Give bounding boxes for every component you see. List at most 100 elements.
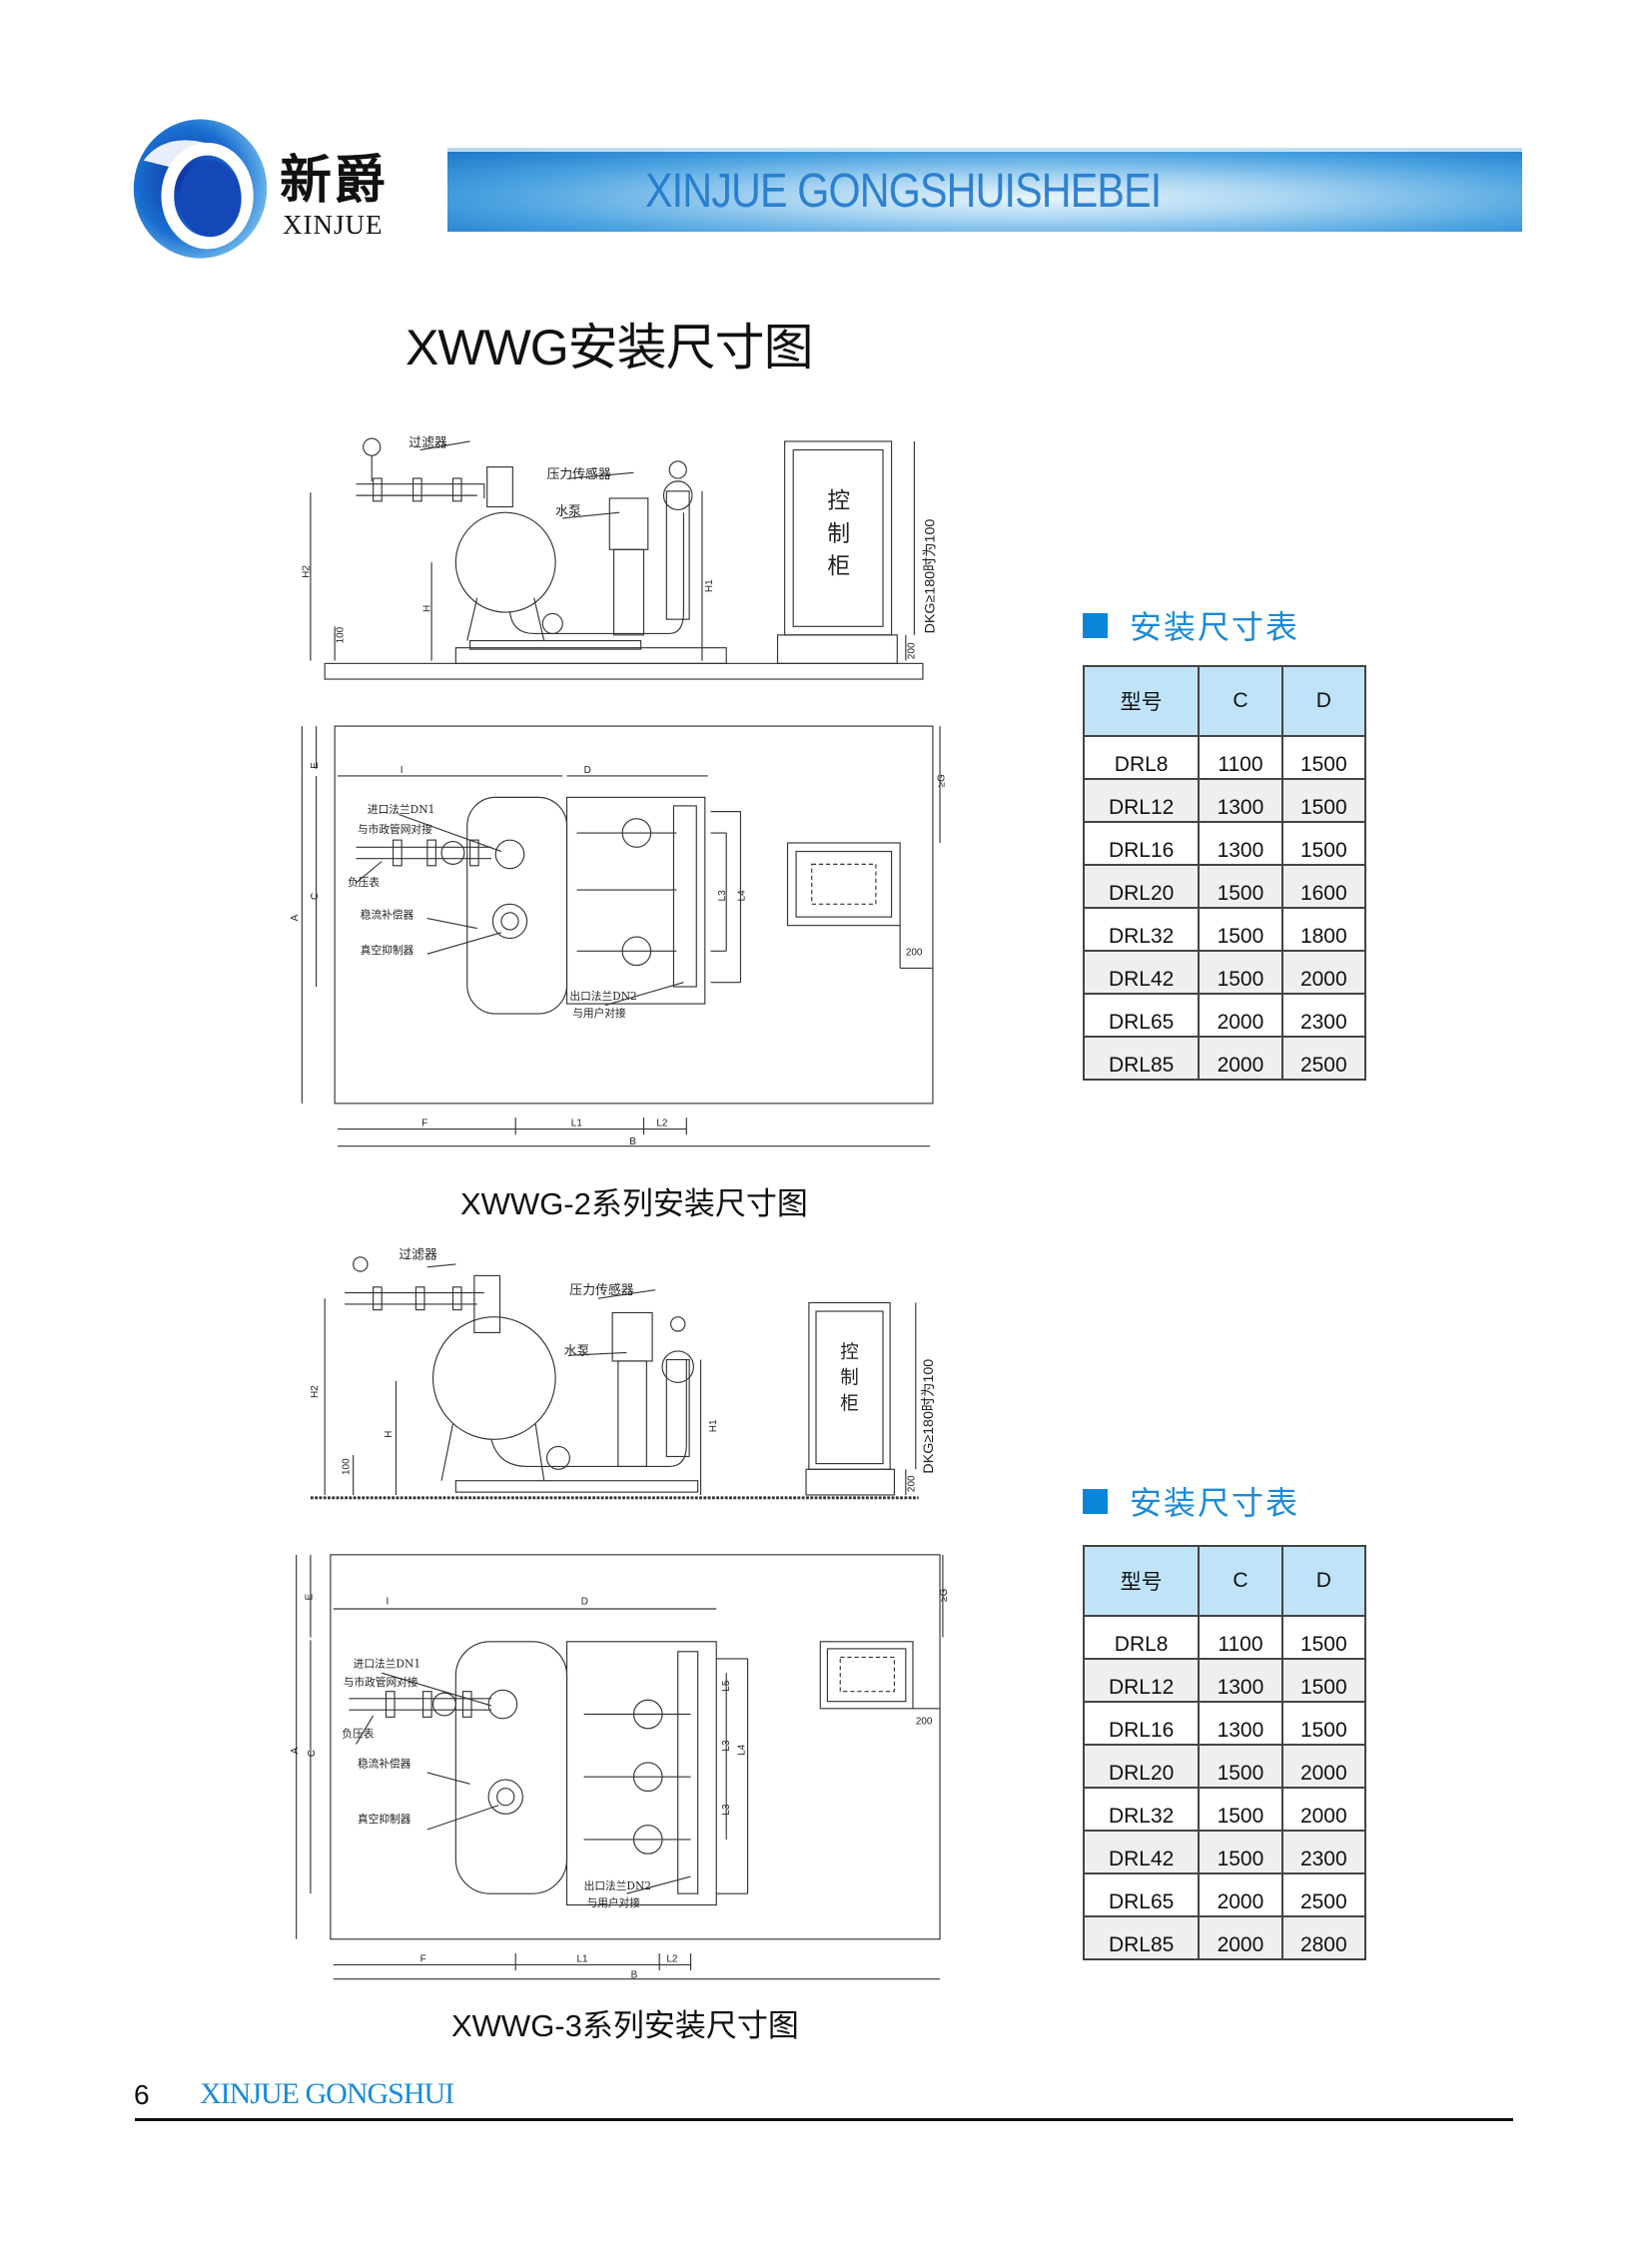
cell-model: DRL20 [1082,1744,1201,1789]
cell-d: 2800 [1280,1915,1367,1960]
header-banner: XINJUE GONGSHUISHEBEI [447,148,1522,232]
cell-d: 1800 [1280,907,1367,952]
outlet-flange-label: 出口法兰DN2 [584,1879,651,1892]
brand-name-en: XINJUE [283,210,384,240]
dim-a: A [290,1747,301,1754]
pressure-sensor-label: 压力传感器 [569,1282,633,1298]
cell-d: 2500 [1280,1872,1367,1917]
room-outline [330,1554,941,1940]
tank-plan [454,1641,568,1894]
cell-model: DRL8 [1082,1615,1201,1660]
cell-c: 1500 [1198,907,1283,952]
dim-d: D [581,1597,588,1608]
dim-h1: H1 [704,579,715,592]
dim-f: F [420,1954,426,1965]
control-cabinet-plan [786,842,901,927]
table1-heading-text: 安装尺寸表 [1130,608,1300,646]
dim-a: A [290,914,301,921]
cell-c: 1300 [1198,821,1283,866]
cell-d: 2000 [1280,1787,1367,1832]
pressure-sensor-gauge-icon [668,460,687,479]
pressure-gauge-icon [363,437,382,456]
footer-divider [135,2118,1513,2121]
dim-e: E [310,762,321,769]
cell-c: 1500 [1198,950,1283,995]
cell-c: 1100 [1198,1615,1283,1660]
cell-d: 2300 [1280,1830,1367,1874]
cell-c: 1100 [1198,735,1283,780]
cell-c: 2000 [1198,1915,1283,1960]
table1-heading: 安装尺寸表 [1083,602,1299,648]
cabinet-label-1: 控 [827,488,850,514]
dim-200: 200 [906,948,923,959]
dim-l4: L4 [737,1744,748,1756]
brand-name-cn: 新爵 [280,150,389,211]
filter-label: 过滤器 [409,436,447,451]
pump-label: 水泵 [555,504,581,519]
cell-model: DRL85 [1082,1036,1201,1081]
pressure-sensor-label: 压力传感器 [547,466,611,482]
cabinet-label-2: 制 [840,1368,859,1389]
dim-l2: L2 [666,1954,678,1965]
xwwg2-plan-view [301,725,941,1147]
dkg-note: DKG≥180时为100 [921,519,938,634]
filter-label: 过滤器 [399,1247,437,1262]
table2-heading-text: 安装尺寸表 [1130,1484,1300,1522]
outlet-flange-label: 出口法兰DN2 [569,990,636,1003]
col-d: D [1280,665,1367,737]
cell-c: 1300 [1198,778,1283,823]
control-cabinet-plan [819,1641,914,1710]
dim-h: H [422,605,433,612]
cell-d: 1500 [1280,1658,1367,1703]
xwwg2-elevation-view [310,437,924,680]
cabinet-label-1: 控 [840,1342,859,1363]
cell-model: DRL32 [1082,907,1201,952]
inlet-connect-label: 与市政管网对接 [344,1676,418,1689]
dim-l3: L3 [717,890,728,902]
cell-d: 1600 [1280,864,1367,909]
cell-model: DRL65 [1082,1872,1201,1917]
pump-base [454,1480,699,1493]
xwwg3-caption: XWWG-3系列安装尺寸图 [451,2008,799,2043]
dim-c: C [310,893,321,900]
xwwg2-caption: XWWG-2系列安装尺寸图 [460,1186,808,1221]
cell-d: 1500 [1280,1701,1367,1746]
dim-f: F [421,1119,427,1129]
outlet-connect-label: 与用户对接 [586,1896,640,1909]
cabinet-label-3: 柜 [840,1393,859,1414]
dim-100: 100 [336,626,347,643]
page-title: XWWG安装尺寸图 [406,320,814,375]
dim-c: C [307,1750,318,1757]
dim-g: ≥G [939,1588,950,1601]
cell-model: DRL85 [1082,1915,1201,1960]
inlet-connect-label: 与市政管网对接 [358,823,432,836]
cell-d: 1500 [1280,778,1367,823]
outlet-connect-label: 与用户对接 [572,1007,626,1020]
dim-i: I [401,765,404,776]
vacuum-suppressor-label: 真空抑制器 [358,1813,412,1826]
foundation-slab [324,662,924,680]
inlet-flange-label: 进口法兰DN1 [368,803,434,816]
cell-model: DRL12 [1082,778,1201,823]
col-model: 型号 [1082,1545,1201,1617]
col-c: C [1198,1545,1283,1617]
page-number: 6 [134,2079,150,2110]
cell-model: DRL16 [1082,821,1201,866]
dim-l3-lower: L3 [721,1804,732,1816]
cabinet-label-3: 柜 [827,554,850,580]
cell-model: DRL42 [1082,950,1201,995]
cell-c: 1300 [1198,1701,1283,1746]
xwwg3-plan-view [296,1554,944,1980]
cell-d: 1500 [1280,1615,1367,1660]
vacuum-gauge-label: 负压表 [342,1727,374,1740]
dim-200: 200 [906,642,917,659]
